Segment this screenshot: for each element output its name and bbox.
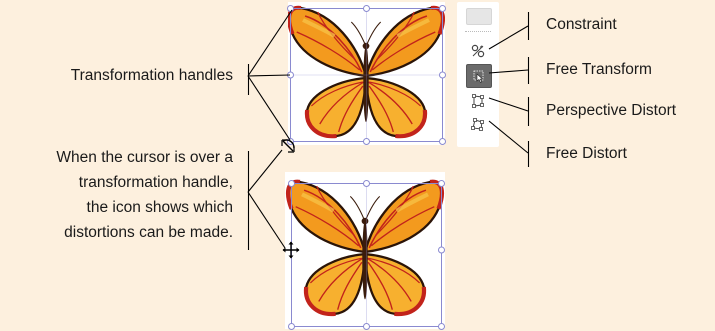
leader-lines-tools	[489, 12, 529, 167]
bounding-box-top	[291, 9, 443, 142]
cursor-note-line-1: When the cursor is over a	[56, 146, 233, 170]
move-cursor-icon	[283, 242, 300, 259]
perspective-distort-label: Perspective Distort	[546, 99, 676, 123]
cursor-note-line-2: transformation handle,	[79, 171, 233, 195]
leader-lines-handles	[248, 10, 292, 140]
transformation-handles-label: Transformation handles	[71, 64, 233, 88]
free-distort-label: Free Distort	[546, 142, 627, 166]
leader-lines-cursor-note	[248, 150, 285, 250]
constraint-label: Constraint	[546, 13, 617, 37]
bounding-box-bottom	[292, 184, 442, 327]
free-transform-label: Free Transform	[546, 58, 652, 82]
cursor-note-line-4: distortions can be made.	[64, 221, 233, 245]
cursor-note-line-3: the icon shows which	[87, 196, 233, 220]
